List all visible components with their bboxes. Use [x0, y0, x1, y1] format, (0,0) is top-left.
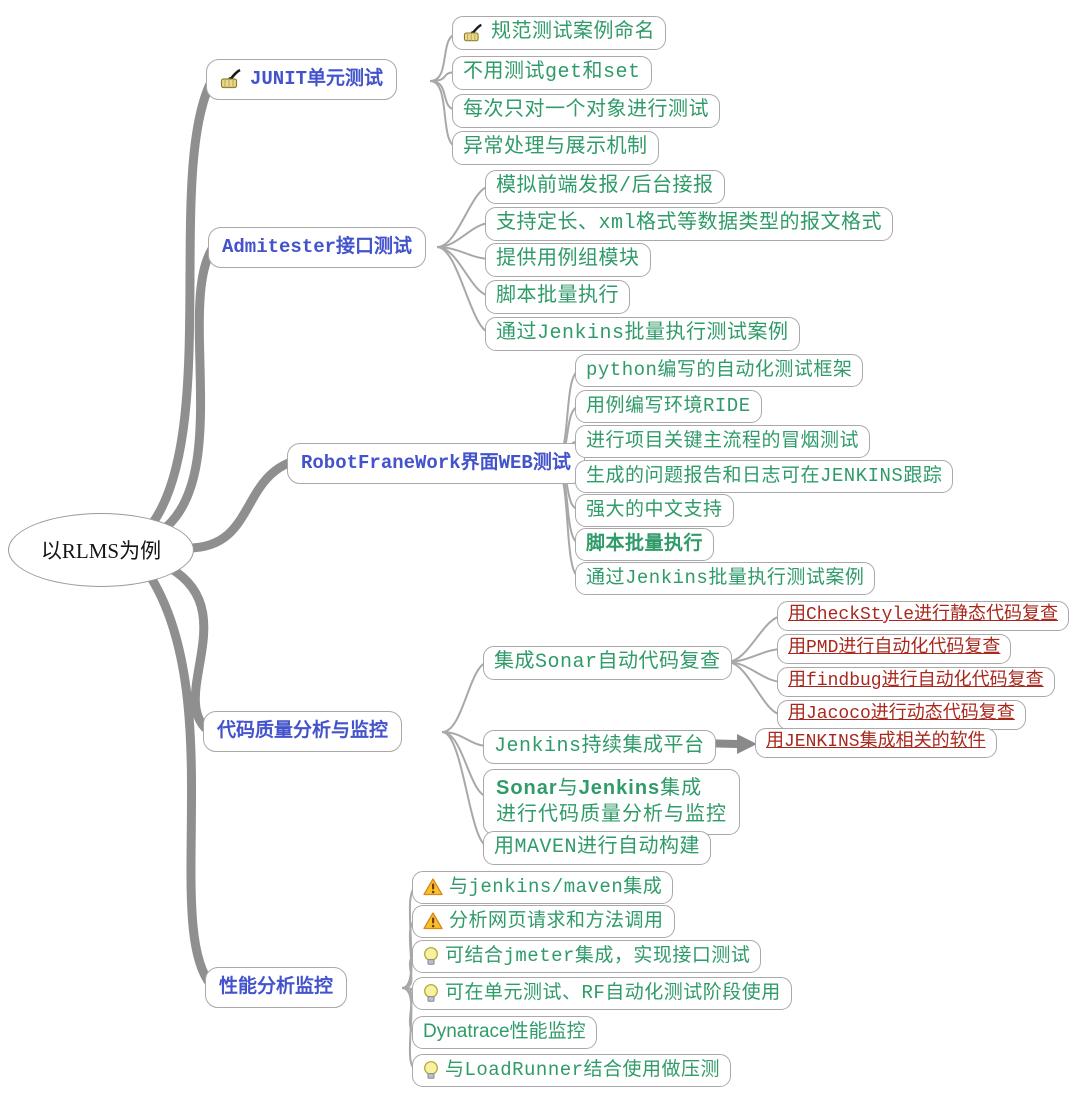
- node-label: 脚本批量执行: [496, 285, 619, 308]
- node-rob-c1[interactable]: python编写的自动化测试框架: [575, 354, 864, 387]
- node-perf-c2[interactable]: 分析网页请求和方法调用: [412, 905, 675, 938]
- node-label: JUNIT单元测试: [250, 68, 384, 90]
- node-rob-c5[interactable]: 强大的中文支持: [575, 494, 734, 527]
- node-jenkins-c1[interactable]: 用JENKINS集成相关的软件: [755, 728, 997, 758]
- node-label: 代码质量分析与监控: [217, 720, 389, 742]
- node-label: 规范测试案例命名: [491, 21, 655, 44]
- bold-word: Jenkins: [578, 777, 661, 799]
- node-label: 提供用例组模块: [496, 248, 640, 271]
- node-label: 生成的问题报告和日志可在JENKINS跟踪: [586, 465, 943, 487]
- root-branch-lines: [145, 75, 299, 991]
- node-label: RobotFraneWork界面WEB测试: [301, 452, 571, 474]
- node-adm-c4[interactable]: 脚本批量执行: [485, 280, 630, 314]
- brush-icon: [463, 23, 485, 43]
- node-label: 强大的中文支持: [586, 499, 723, 521]
- node-quality[interactable]: 代码质量分析与监控: [203, 711, 403, 752]
- node-junit[interactable]: JUNIT单元测试: [206, 59, 398, 100]
- node-label: 支持定长、xml格式等数据类型的报文格式: [496, 212, 883, 235]
- node-label: 用JENKINS集成相关的软件: [766, 732, 986, 752]
- lightbulb-icon: [423, 983, 439, 1003]
- plain-word: 与: [557, 778, 579, 801]
- node-label: 可在单元测试、RF自动化测试阶段使用: [445, 982, 781, 1004]
- plain-word: 集成: [660, 778, 703, 801]
- node-label: Jenkins持续集成平台: [494, 735, 705, 758]
- node-label: 模拟前端发报/后台接报: [496, 175, 714, 198]
- node-label-line2: 进行代码质量分析与监控: [496, 804, 727, 827]
- warning-icon: [423, 912, 443, 930]
- node-rob-c4[interactable]: 生成的问题报告和日志可在JENKINS跟踪: [575, 460, 954, 493]
- node-sonar-c2[interactable]: 用PMD进行自动化代码复查: [777, 634, 1012, 664]
- lightbulb-icon: [423, 946, 439, 966]
- node-label: 用Jacoco进行动态代码复查: [788, 704, 1015, 724]
- node-perf-c4[interactable]: 可在单元测试、RF自动化测试阶段使用: [412, 977, 792, 1010]
- node-rob-c7[interactable]: 通过Jenkins批量执行测试案例: [575, 562, 876, 595]
- node-perf-c5[interactable]: Dynatrace性能监控: [412, 1016, 597, 1049]
- node-label: 通过Jenkins批量执行测试案例: [586, 567, 865, 589]
- node-label: 与LoadRunner结合使用做压测: [445, 1059, 721, 1081]
- node-label: 用例编写环境RIDE: [586, 395, 751, 417]
- node-rob-c3[interactable]: 进行项目关键主流程的冒烟测试: [575, 425, 871, 458]
- node-rob-c6[interactable]: 脚本批量执行: [575, 528, 715, 561]
- node-adm-c1[interactable]: 模拟前端发报/后台接报: [485, 170, 725, 204]
- node-robot[interactable]: RobotFraneWork界面WEB测试: [287, 443, 585, 484]
- node-perf-c6[interactable]: 与LoadRunner结合使用做压测: [412, 1054, 732, 1087]
- node-label: 用CheckStyle进行静态代码复查: [788, 605, 1059, 625]
- node-label: 性能分析监控: [219, 976, 334, 998]
- node-label: 用MAVEN进行自动构建: [494, 836, 701, 859]
- node-perf[interactable]: 性能分析监控: [205, 967, 348, 1008]
- node-admitester[interactable]: Admitester接口测试: [208, 227, 427, 268]
- node-adm-c3[interactable]: 提供用例组模块: [485, 243, 651, 277]
- node-label: 异常处理与展示机制: [463, 136, 648, 159]
- node-junit-c4[interactable]: 异常处理与展示机制: [452, 131, 659, 165]
- node-sonar-c1[interactable]: 用CheckStyle进行静态代码复查: [777, 601, 1070, 631]
- node-label: 与jenkins/maven集成: [449, 876, 663, 898]
- node-label: 分析网页请求和方法调用: [449, 910, 664, 932]
- node-label: 不用测试get和set: [463, 61, 641, 84]
- node-rob-c2[interactable]: 用例编写环境RIDE: [575, 390, 762, 423]
- node-junit-c2[interactable]: 不用测试get和set: [452, 56, 652, 90]
- node-qual-c1[interactable]: 集成Sonar自动代码复查: [483, 646, 732, 680]
- node-junit-c1[interactable]: 规范测试案例命名: [452, 16, 666, 50]
- node-sonar-c3[interactable]: 用findbug进行自动化代码复查: [777, 667, 1055, 697]
- node-label: 每次只对一个对象进行测试: [463, 99, 709, 122]
- root-label: 以RLMS为例: [40, 539, 162, 563]
- node-adm-c5[interactable]: 通过Jenkins批量执行测试案例: [485, 317, 800, 351]
- node-label: 进行项目关键主流程的冒烟测试: [586, 430, 860, 452]
- root-node[interactable]: 以RLMS为例: [8, 513, 194, 587]
- node-label: python编写的自动化测试框架: [586, 359, 853, 381]
- warning-icon: [423, 878, 443, 896]
- node-qual-c2[interactable]: Jenkins持续集成平台: [483, 730, 716, 764]
- node-qual-c4[interactable]: 用MAVEN进行自动构建: [483, 831, 712, 865]
- arrow-link: [698, 734, 757, 754]
- node-perf-c3[interactable]: 可结合jmeter集成，实现接口测试: [412, 940, 762, 973]
- node-label: 通过Jenkins批量执行测试案例: [496, 322, 789, 345]
- node-label: Dynatrace性能监控: [423, 1021, 586, 1042]
- node-label: 脚本批量执行: [586, 533, 704, 555]
- node-label: Admitester接口测试: [222, 236, 413, 258]
- bold-word: Sonar: [496, 777, 558, 799]
- node-label: 集成Sonar自动代码复查: [494, 651, 721, 674]
- node-label: 用findbug进行自动化代码复查: [788, 671, 1044, 691]
- node-label-line1: Sonar与Jenkins集成: [496, 775, 702, 803]
- node-qual-c3[interactable]: Sonar与Jenkins集成 进行代码质量分析与监控: [483, 769, 740, 835]
- lightbulb-icon: [423, 1060, 439, 1080]
- node-adm-c2[interactable]: 支持定长、xml格式等数据类型的报文格式: [485, 207, 894, 241]
- node-sonar-c4[interactable]: 用Jacoco进行动态代码复查: [777, 700, 1026, 730]
- node-label: 可结合jmeter集成，实现接口测试: [445, 945, 751, 967]
- node-junit-c3[interactable]: 每次只对一个对象进行测试: [452, 94, 720, 128]
- node-label: 用PMD进行自动化代码复查: [788, 638, 1001, 658]
- brush-icon: [220, 68, 244, 90]
- node-perf-c1[interactable]: 与jenkins/maven集成: [412, 871, 674, 904]
